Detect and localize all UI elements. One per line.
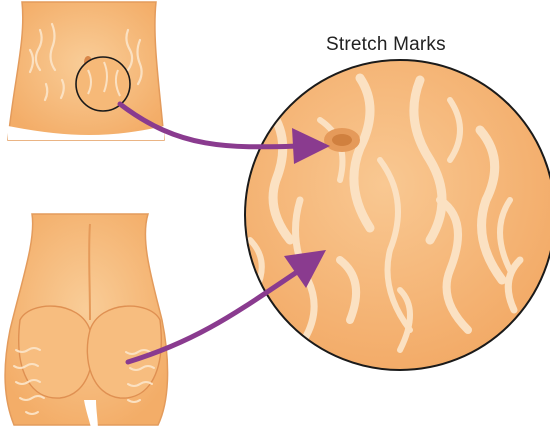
belly-waistband — [8, 126, 164, 140]
diagram-title: Stretch Marks — [326, 34, 446, 55]
back-figure — [4, 213, 169, 432]
arrow-belly-to-zoom — [117, 101, 330, 164]
back-right-buttock — [86, 305, 162, 399]
back-left-buttock — [18, 305, 94, 399]
belly-zoom-circle — [75, 56, 131, 112]
belly-stretch-marks — [28, 22, 143, 102]
back-leg-gap — [84, 400, 98, 432]
back-stretch-marks — [13, 347, 155, 415]
belly-zoom-region — [76, 57, 130, 111]
magnified-skin-circle — [244, 59, 550, 371]
back-spine-line — [88, 223, 91, 321]
arrow-back-to-zoom — [125, 250, 326, 365]
magnified-stretch-marks — [247, 73, 524, 353]
